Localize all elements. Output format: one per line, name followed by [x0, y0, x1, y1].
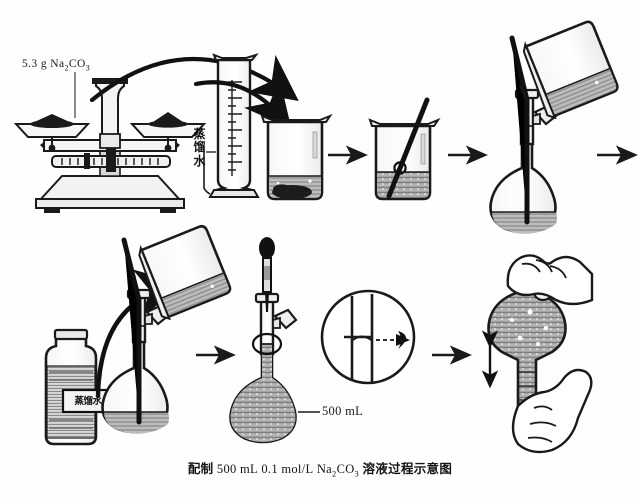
- label-distilled-water: 蒸馏水: [193, 127, 206, 168]
- apparatus-wash-bottle: [44, 328, 115, 446]
- curved-arrow-balance-to-beaker: [89, 54, 299, 103]
- apparatus-beaker-with-glass-rod: [368, 97, 441, 201]
- bottle-label-distilled-water: 蒸馏水: [74, 396, 102, 407]
- apparatus-volumetric-flask-transfer: [489, 20, 619, 234]
- glass-stirring-rod: [386, 97, 430, 199]
- apparatus-beaker-with-solid: [260, 113, 333, 201]
- dropper-pipette: [259, 237, 275, 312]
- apparatus-volumetric-flask-rinse: [101, 224, 232, 434]
- pouring-beaker: [522, 20, 619, 120]
- label-volume-500ml: 500 mL: [322, 404, 364, 418]
- apparatus-tray-balance: [13, 72, 207, 213]
- apparatus-volumetric-flask-dropper: [229, 237, 320, 444]
- upper-hand: [506, 254, 594, 306]
- flask-stopper-3: [273, 308, 298, 330]
- figure-caption: 配制 500 mL 0.1 mol/L Na2CO3 溶液过程示意图: [187, 461, 453, 479]
- apparatus-hands-shaking-flask: [481, 254, 594, 454]
- calibration-mark-highlight: [251, 332, 283, 356]
- apparatus-magnifier-detail: [320, 289, 416, 385]
- label-mass-na2co3: 5.3 g Na2CO3: [22, 58, 91, 73]
- glass-rod-guide-2: [121, 237, 142, 425]
- curved-arrow-cylinder-to-beaker: [193, 78, 292, 129]
- lower-hand: [511, 368, 593, 454]
- apparatus-graduated-cylinder: [203, 53, 260, 198]
- pouring-beaker-2: [138, 224, 232, 321]
